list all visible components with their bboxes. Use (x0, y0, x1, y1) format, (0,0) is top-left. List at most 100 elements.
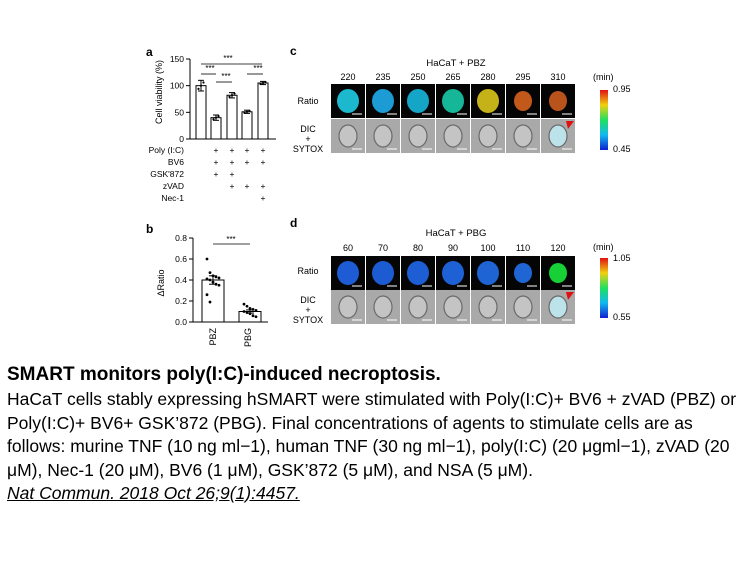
panel-a-point (217, 114, 220, 118)
panel-b-point (242, 302, 246, 306)
panel-c-row-sytox: SYTOX (293, 144, 323, 154)
caption-body: HaCaT cells stably expressing hSMART wer… (7, 389, 737, 480)
cell-outline (443, 295, 463, 319)
panel-c-label: c (290, 44, 297, 58)
panel-c-row-ratio: Ratio (297, 96, 318, 106)
cell-signal (549, 263, 567, 283)
cell-outline (373, 295, 393, 319)
panel-b-ytick-label: 0.6 (175, 254, 187, 264)
timepoint-label: 280 (480, 72, 495, 82)
panel-a-ytick-label: 0 (179, 134, 184, 144)
panel-a-bars (195, 79, 269, 140)
cell-signal (477, 261, 499, 285)
timepoint-label: 60 (343, 243, 353, 253)
panel-a-point (197, 87, 200, 90)
cell-outline (373, 124, 393, 148)
panel-a-point (248, 109, 251, 112)
sig-a-4: *** (253, 64, 262, 73)
timepoint-label: 295 (515, 72, 530, 82)
panel-a-significance: *** *** *** *** (201, 54, 263, 83)
figure-caption: SMART monitors poly(I:C)-induced necropt… (7, 364, 752, 506)
panel-b-cat-pbz: PBZ (208, 328, 218, 346)
panel-a-bar (195, 85, 207, 140)
panel-b-ytick-label: 0.8 (175, 233, 187, 243)
treatment-mark: + (214, 145, 219, 155)
cell-signal (407, 89, 429, 113)
panel-a-label: a (146, 45, 153, 59)
panel-a-bar (257, 82, 269, 140)
timepoint-label: 265 (445, 72, 460, 82)
panel-b-label: b (146, 222, 153, 236)
treatment-label: BV6 (168, 157, 184, 167)
cell-outline (338, 124, 358, 148)
arrowhead-icon (566, 121, 574, 129)
timepoint-label: 70 (378, 243, 388, 253)
panel-a-point (228, 95, 231, 98)
cell-signal (407, 261, 429, 285)
panel-d-scale-min: 0.55 (613, 312, 631, 322)
timepoint-label: 80 (413, 243, 423, 253)
panel-b-sig: *** (226, 235, 235, 244)
panel-b-point (214, 275, 218, 279)
panel-b-y-ticks: 0.00.20.40.60.8 (175, 233, 193, 327)
cell-outline (478, 295, 498, 319)
panel-d-scale-max: 1.05 (613, 253, 631, 263)
panel-a-point (245, 110, 249, 113)
panel-b-point (254, 315, 258, 319)
arrowhead-icon (566, 292, 574, 300)
panel-b-point (208, 300, 212, 304)
panel-b-point (208, 278, 212, 282)
panel-d-unit: (min) (593, 242, 614, 252)
treatment-mark: + (230, 145, 235, 155)
sig-a-2: *** (205, 64, 214, 73)
timepoint-label: 235 (375, 72, 390, 82)
treatment-label: Nec-1 (161, 193, 184, 203)
panel-b-bars (201, 257, 262, 323)
panel-d-colorbar (600, 258, 608, 318)
panel-b: b ΔRatio 0.00.20.40.60.8 *** PBZ PBG (146, 222, 268, 347)
panel-a-bar (226, 94, 238, 140)
treatment-mark: + (261, 181, 266, 191)
panel-c-row-plus: + (305, 134, 310, 144)
panel-d-label: d (290, 216, 297, 230)
panel-a-ytick-label: 100 (170, 81, 184, 91)
treatment-label: GSK'872 (150, 169, 184, 179)
panel-b-ytick-label: 0.0 (175, 317, 187, 327)
treatment-mark: + (230, 169, 235, 179)
treatment-mark: + (245, 181, 250, 191)
cell-outline (408, 124, 428, 148)
cell-outline (548, 124, 568, 148)
cell-signal (442, 89, 464, 113)
panel-d-row-dic: DIC (300, 295, 316, 305)
panel-a-point (259, 82, 262, 86)
cell-signal (372, 89, 394, 113)
panel-a-point (212, 118, 215, 121)
sig-a-3: *** (221, 72, 230, 81)
cell-signal (337, 89, 359, 113)
panel-b-point (211, 274, 215, 278)
timepoint-label: 250 (410, 72, 425, 82)
panel-c-title: HaCaT + PBZ (426, 58, 485, 69)
panel-d-row-sytox: SYTOX (293, 315, 323, 325)
panel-b-point (211, 280, 215, 284)
panel-a-point (230, 94, 234, 97)
panel-a-ylabel: Cell viability (%) (154, 60, 164, 124)
treatment-mark: + (245, 157, 250, 167)
panel-a-ytick-label: 150 (170, 54, 184, 64)
treatment-label: zVAD (163, 181, 184, 191)
panel-b-cat-pbg: PBG (243, 328, 253, 347)
panel-a-point (199, 84, 203, 87)
panel-b-point (251, 314, 255, 318)
cell-outline (513, 295, 533, 319)
panel-b-point (242, 310, 246, 313)
cell-signal (337, 261, 359, 285)
panel-d-ratio-images (331, 256, 575, 290)
timepoint-label: 120 (550, 243, 565, 253)
cell-outline (513, 124, 533, 148)
caption-citation[interactable]: Nat Commun. 2018 Oct 26;9(1):4457. (7, 483, 300, 503)
panel-c-unit: (min) (593, 72, 614, 82)
